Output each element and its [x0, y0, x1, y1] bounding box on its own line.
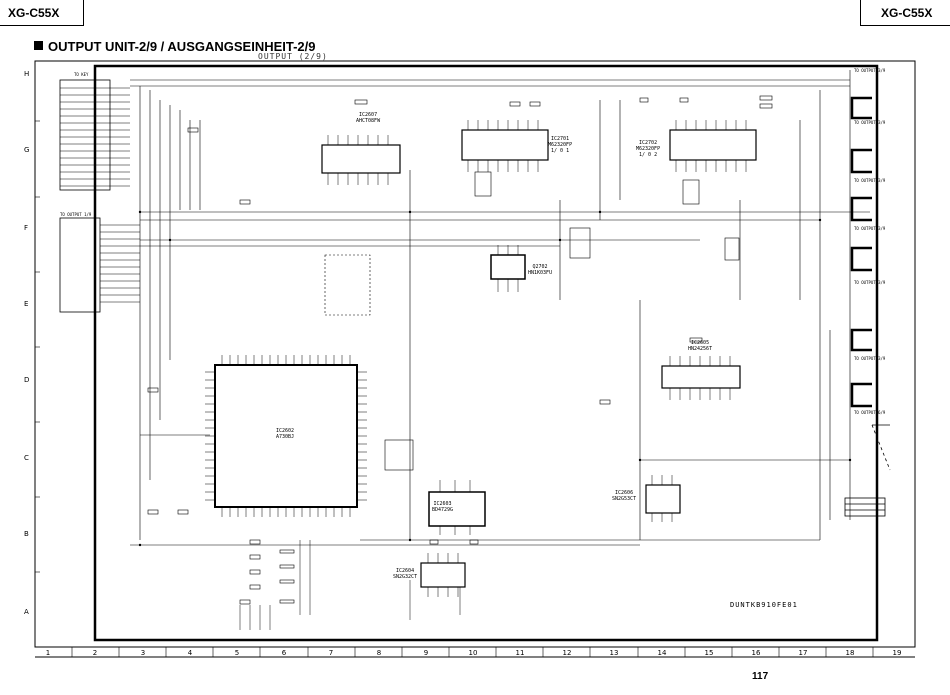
- ic2607-label: IC2607 AHCT08FW: [356, 112, 380, 124]
- col-label-7: 7: [328, 649, 334, 657]
- ic2607-ref: IC2607: [359, 112, 378, 118]
- ic2701-ref: IC2701: [551, 136, 570, 142]
- ic2603-ref: IC2603: [433, 501, 452, 507]
- schematic-subtitle: OUTPUT (2/9): [258, 52, 328, 61]
- ic2604-label: IC2604 SN2G32CT: [393, 568, 417, 580]
- q2702-ref: Q2702: [532, 264, 548, 270]
- col-label-9: 9: [423, 649, 429, 657]
- col-label-11: 11: [515, 649, 525, 657]
- model-name-right: XG-C55X: [881, 5, 933, 20]
- ic2702-part: M62320FP: [636, 146, 661, 152]
- page-number: 117: [752, 671, 769, 682]
- connector-to-output-3-d: TO OUTPUT 3/9: [854, 226, 886, 231]
- row-label-a: A: [24, 608, 29, 616]
- row-label-f: F: [24, 224, 29, 232]
- ic2606-part: SN2G53CT: [612, 496, 637, 502]
- col-label-15: 15: [704, 649, 714, 657]
- col-label-4: 4: [187, 649, 193, 657]
- document-code: DUNTKB910FE01: [730, 601, 798, 609]
- row-label-b: B: [24, 530, 29, 538]
- ic2701-part: M62320FP: [548, 142, 573, 148]
- ic2606-label: IC2606 SN2G53CT: [612, 490, 636, 502]
- row-label-d: D: [24, 376, 30, 384]
- ic2605-ref: IC2605: [691, 340, 710, 346]
- ic2701-unit: 1/ 0 1: [551, 148, 570, 154]
- ic2605-part: HN24256T: [688, 346, 713, 352]
- col-label-8: 8: [376, 649, 382, 657]
- ic2604-ref: IC2604: [396, 568, 415, 574]
- col-label-14: 14: [657, 649, 667, 657]
- connector-to-output-3-c: TO OUTPUT 3/9: [854, 178, 886, 183]
- connector-to-output-3-b: TO OUTPUT 3/9: [854, 120, 886, 125]
- col-label-19: 19: [892, 649, 902, 657]
- title-bullet-icon: [34, 41, 43, 50]
- col-label-2: 2: [92, 649, 98, 657]
- ic2701-label: IC2701 M62320FP 1/ 0 1: [548, 136, 572, 154]
- row-label-h: H: [24, 70, 30, 78]
- connector-to-output-3-a: TO OUTPUT 3/9: [854, 68, 886, 73]
- model-name-left: XG-C55X: [8, 5, 60, 20]
- ic2702-ref: IC2702: [639, 140, 658, 146]
- connector-to-output-3-f: TO OUTPUT 3/9: [854, 356, 886, 361]
- col-label-3: 3: [140, 649, 146, 657]
- model-tab-right: XG-C55X: [860, 0, 950, 26]
- connector-to-output-6: TO OUTPUT 6/9: [854, 410, 886, 415]
- ic2606-ref: IC2606: [615, 490, 634, 496]
- connector-to-output-3-e: TO OUTPUT 3/9: [854, 280, 886, 285]
- ic2604-part: SN2G32CT: [393, 574, 418, 580]
- ic2607-part: AHCT08FW: [356, 118, 381, 124]
- col-label-18: 18: [845, 649, 855, 657]
- q2702-part: HN1K03FU: [528, 270, 553, 276]
- ic2602-label: IC2602 A730BJ: [276, 428, 294, 440]
- col-label-10: 10: [468, 649, 478, 657]
- col-label-1: 1: [45, 649, 51, 657]
- col-label-6: 6: [281, 649, 287, 657]
- ic2702-label: IC2702 M62320FP 1/ 0 2: [636, 140, 660, 158]
- connector-to-key: TO KEY: [74, 72, 89, 77]
- ic2603-label: IC2603 BD4729G: [432, 501, 453, 513]
- ic2702-unit: 1/ 0 2: [639, 152, 658, 158]
- ic2602-part: A730BJ: [276, 434, 295, 440]
- row-label-e: E: [24, 300, 29, 308]
- col-label-12: 12: [562, 649, 572, 657]
- col-label-13: 13: [609, 649, 619, 657]
- connector-to-output-1: TO OUTPUT 1/9: [60, 212, 92, 217]
- model-tab-left: XG-C55X: [0, 0, 84, 26]
- col-label-17: 17: [798, 649, 808, 657]
- q2702-label: Q2702 HN1K03FU: [528, 264, 552, 276]
- page-title: OUTPUT UNIT-2/9 / AUSGANGSEINHEIT-2/9: [48, 39, 316, 54]
- col-label-5: 5: [234, 649, 240, 657]
- row-label-g: G: [24, 146, 30, 154]
- ic2605-label: IC2605 HN24256T: [688, 340, 712, 352]
- ic2603-part: BD4729G: [432, 507, 454, 513]
- row-label-c: C: [24, 454, 29, 462]
- ic2602-ref: IC2602: [276, 428, 295, 434]
- col-label-16: 16: [751, 649, 761, 657]
